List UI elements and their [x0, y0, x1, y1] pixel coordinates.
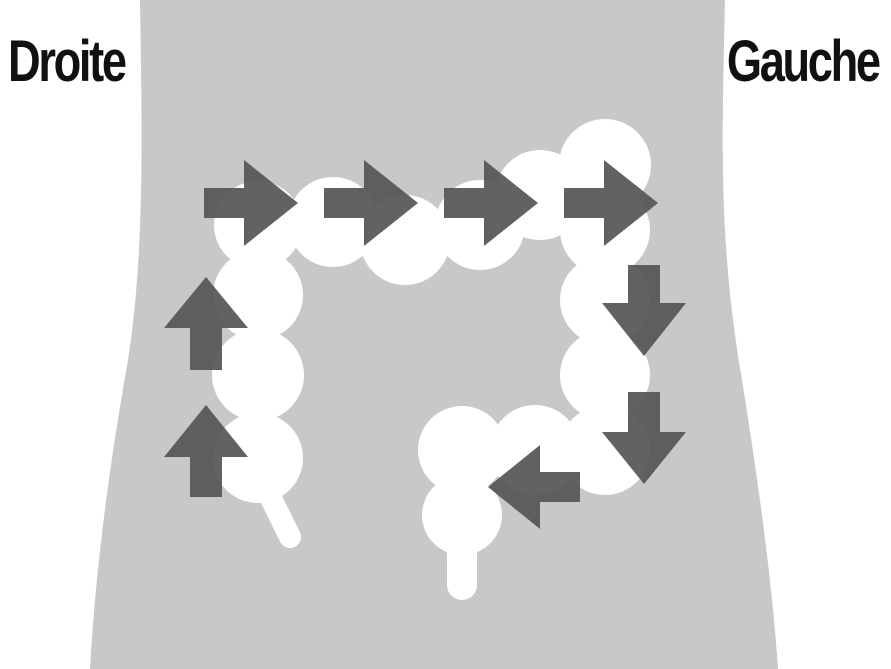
- colon-segment: [560, 330, 650, 420]
- colon-segment: [418, 406, 506, 494]
- label-left-side: Gauche: [727, 29, 881, 94]
- colon-segment: [560, 405, 650, 495]
- direction-arrow-icon: [444, 160, 538, 246]
- flow-arrows: [164, 160, 686, 529]
- colon-segment: [213, 413, 303, 503]
- direction-arrow-icon: [488, 445, 580, 529]
- direction-arrow-icon: [164, 405, 248, 497]
- direction-arrow-icon: [204, 160, 298, 246]
- label-right-side: Droite: [8, 29, 127, 94]
- direction-arrow-icon: [324, 160, 418, 246]
- colon-segment: [212, 329, 304, 421]
- direction-arrow-icon: [164, 277, 248, 370]
- direction-arrow-icon: [602, 265, 686, 356]
- direction-arrow-icon: [564, 160, 658, 246]
- direction-arrow-icon: [602, 392, 686, 484]
- colon-segment: [422, 475, 502, 555]
